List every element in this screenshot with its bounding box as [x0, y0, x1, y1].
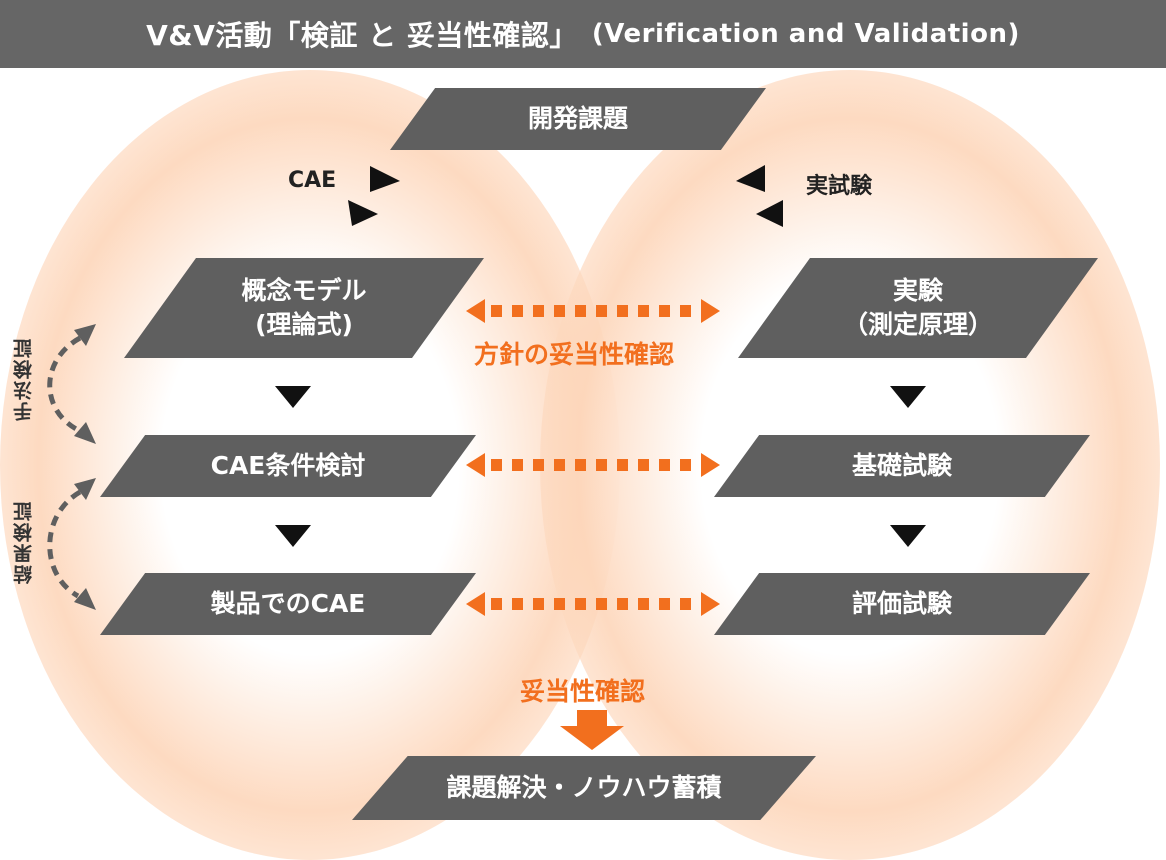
concept-model-sublabel: (理論式) — [255, 310, 353, 339]
physical-test-label: 実試験 — [806, 174, 873, 199]
policy-validation-dots — [491, 305, 691, 317]
solution-label: 課題解決・ノウハウ蓄積 — [446, 773, 722, 803]
method-verification-arrowhead-bottom — [74, 422, 96, 444]
solution-box: 課題解決・ノウハウ蓄積 — [352, 756, 816, 820]
evaluation-test-box: 評価試験 — [714, 573, 1090, 635]
cae-conditions-label: CAE条件検討 — [210, 451, 366, 481]
method-verification-arrow — [47, 335, 82, 433]
development-issue-box: 開発課題 — [390, 88, 766, 150]
left-down-arrow-1 — [275, 386, 311, 408]
conditions-arrow — [466, 453, 720, 477]
page-title: V&V活動「検証 と 妥当性確認」 — [146, 19, 578, 52]
result-verification-arrow — [47, 489, 82, 599]
result-verification-arrowhead-bottom — [74, 588, 96, 610]
cae-arrow-upper — [370, 166, 400, 192]
left-down-arrow-2 — [275, 525, 311, 547]
title-bar: V&V活動「検証 と 妥当性確認」 (Verification and Vali… — [0, 0, 1166, 68]
right-down-arrow-1 — [890, 386, 926, 408]
product-arrow — [466, 592, 720, 616]
basic-test-label: 基礎試験 — [851, 451, 952, 481]
test-arrow-upper — [736, 165, 765, 192]
validation-label: 妥当性確認 — [520, 677, 646, 706]
product-cae-box: 製品でのCAE — [100, 573, 476, 635]
cae-arrow-lower — [348, 200, 378, 226]
cae-conditions-box: CAE条件検討 — [100, 435, 476, 497]
policy-validation-arrow — [466, 299, 720, 323]
validation-down-arrow — [560, 710, 624, 750]
policy-validation-label: 方針の妥当性確認 — [474, 340, 675, 369]
product-cae-label: 製品でのCAE — [210, 589, 366, 619]
method-verification-arrowhead-top — [74, 324, 96, 346]
concept-model-label: 概念モデル — [241, 276, 367, 306]
basic-test-box: 基礎試験 — [714, 435, 1090, 497]
result-verification-arrowhead-top — [74, 478, 96, 500]
experiment-label: 実験 — [892, 276, 943, 306]
cae-label: CAE — [288, 168, 337, 193]
experiment-sublabel: （測定原理） — [842, 310, 993, 339]
page-subtitle: (Verification and Validation) — [591, 19, 1020, 49]
evaluation-test-label: 評価試験 — [851, 589, 952, 619]
right-down-arrow-2 — [890, 525, 926, 547]
development-issue-label: 開発課題 — [527, 104, 628, 134]
test-arrow-lower — [756, 200, 783, 227]
